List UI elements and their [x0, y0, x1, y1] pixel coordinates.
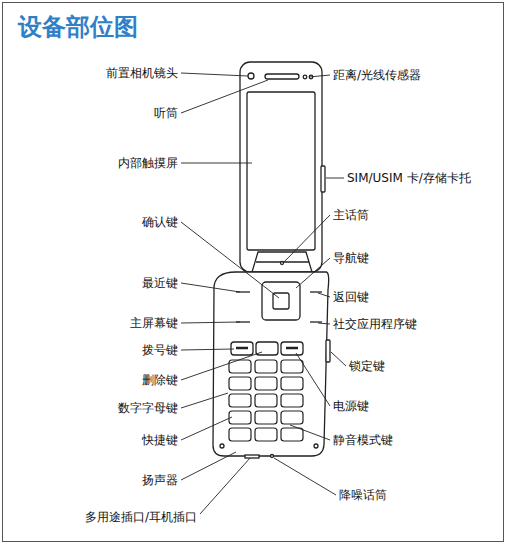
part-label: 删除键 [141, 372, 179, 388]
earpiece [265, 74, 299, 79]
main-mic [281, 262, 284, 265]
part-label: 主话筒 [332, 207, 370, 223]
inner-touchscreen [247, 92, 315, 250]
keypad-key [229, 394, 251, 407]
keypad-key [255, 377, 277, 390]
part-label: 前置相机镜头 [105, 65, 179, 81]
frame [3, 3, 504, 542]
part-label: 确认键 [141, 214, 179, 230]
part-label: 最近键 [141, 275, 179, 291]
part-label: 电源键 [332, 398, 370, 414]
part-label: 锁定键 [348, 358, 386, 374]
keypad-key [255, 394, 277, 407]
part-label: 听筒 [153, 105, 179, 121]
keypad-key [255, 428, 277, 441]
keypad-key [229, 377, 251, 390]
part-label: 拨号键 [141, 342, 179, 358]
keypad-key [281, 360, 303, 373]
keypad-key [229, 428, 251, 441]
part-label: 快捷键 [141, 432, 179, 448]
port [245, 455, 259, 458]
part-label: 距离/光线传感器 [332, 67, 422, 83]
sensor [303, 75, 307, 79]
front-camera [248, 73, 254, 79]
part-label: 多用途插口/耳机插口 [84, 509, 198, 525]
lock-key [326, 340, 330, 362]
part-label: 静音模式键 [332, 432, 394, 448]
part-label: 内部触摸屏 [117, 155, 179, 171]
part-label: 扬声器 [141, 472, 179, 488]
sim-tray [321, 166, 325, 192]
title: 设备部位图 [18, 12, 138, 42]
nav-key [262, 282, 300, 320]
leader-lines [181, 73, 346, 514]
part-label: SIM/USIM 卡/存储卡托 [346, 170, 472, 186]
keypad-key [255, 411, 277, 424]
back-key [310, 291, 322, 292]
dial-key [231, 342, 253, 355]
part-label: 主屏幕键 [129, 315, 179, 331]
keypad-key [281, 377, 303, 390]
part-label: 数字字母键 [117, 400, 179, 416]
noise-mic [271, 455, 274, 458]
part-label: 返回键 [332, 289, 370, 305]
power-key [281, 342, 303, 355]
part-label: 社交应用程序键 [332, 316, 418, 332]
keypad [229, 360, 303, 441]
keypad-key [255, 360, 277, 373]
social-key [310, 321, 322, 322]
part-label: 导航键 [332, 250, 370, 266]
keypad-key [281, 411, 303, 424]
keypad-key [281, 394, 303, 407]
keypad-key [281, 428, 303, 441]
part-label: 降噪话筒 [338, 487, 388, 503]
keypad-key [229, 411, 251, 424]
